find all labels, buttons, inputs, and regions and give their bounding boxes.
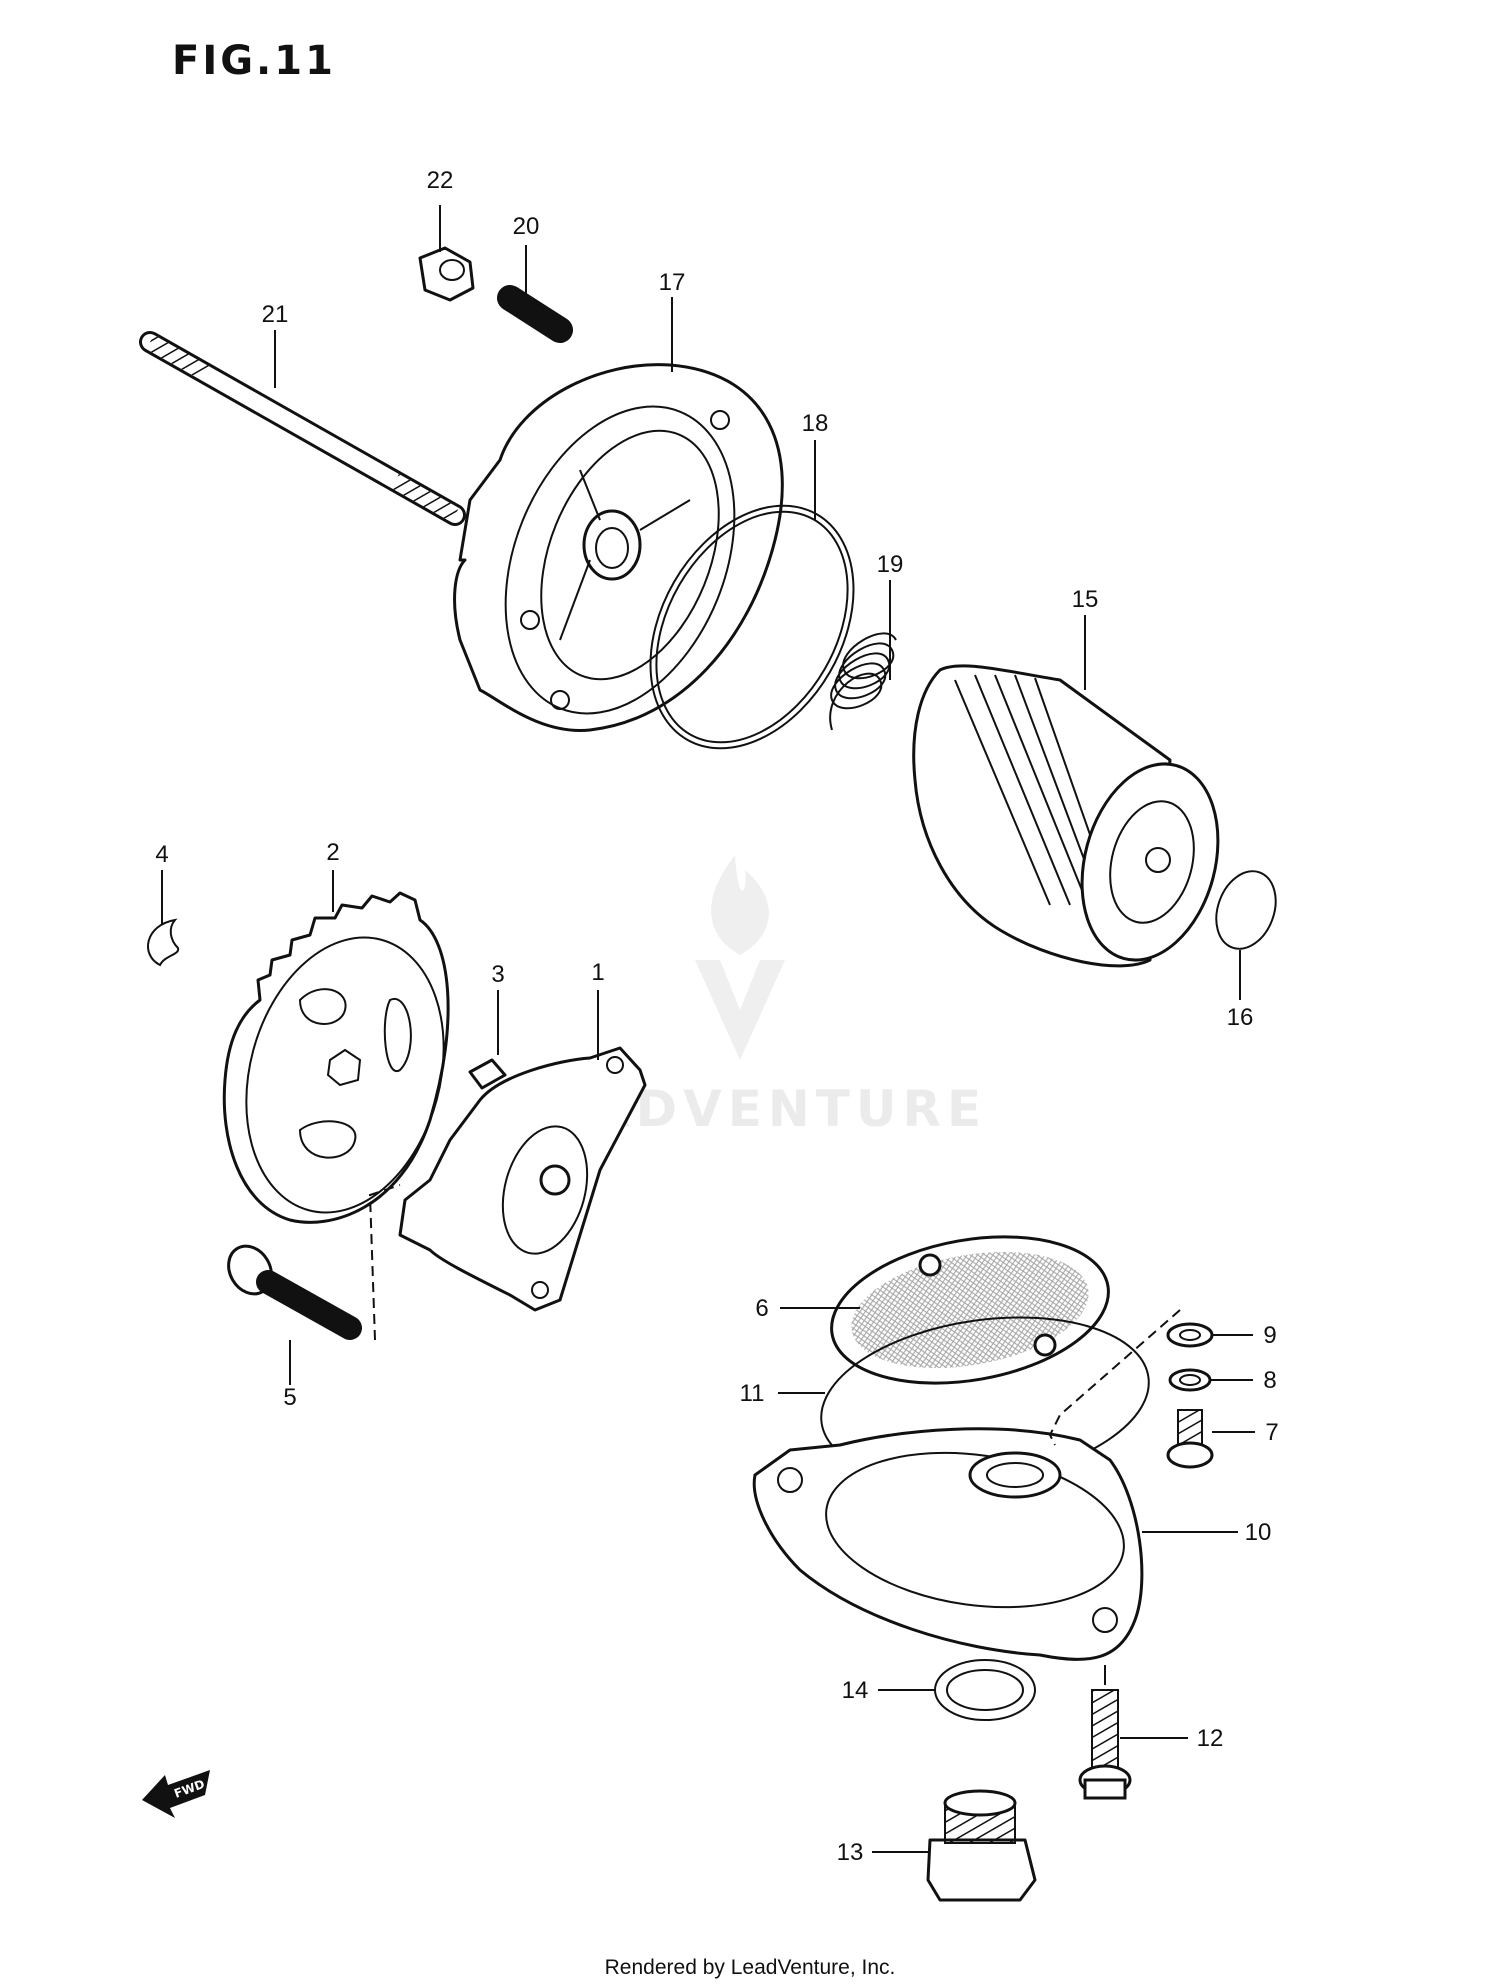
part-21-stud — [139, 331, 466, 526]
callout-17: 17 — [659, 269, 686, 296]
part-20-stud — [497, 285, 573, 343]
part-19-spring — [829, 632, 897, 731]
footer-credit: Rendered by LeadVenture, Inc. — [604, 1956, 896, 1979]
watermark-logo — [695, 855, 785, 1060]
callout-9: 9 — [1263, 1322, 1276, 1349]
part-3-pin — [468, 1058, 507, 1090]
callout-15: 15 — [1072, 586, 1099, 613]
callout-19: 19 — [877, 551, 904, 578]
part-9-washer — [1166, 1322, 1214, 1348]
callout-13: 13 — [837, 1839, 864, 1866]
part-4-circlip — [147, 918, 180, 967]
part-1-oil-pump — [398, 1046, 647, 1312]
part-14-gasket — [934, 1659, 1036, 1721]
callout-1: 1 — [591, 959, 604, 986]
callout-12: 12 — [1197, 1725, 1224, 1752]
callout-22: 22 — [427, 167, 454, 194]
callout-labels: 22 20 17 21 18 19 15 4 2 3 1 16 6 9 8 11… — [155, 167, 1278, 1866]
callout-21: 21 — [262, 301, 289, 328]
callout-20: 20 — [513, 213, 540, 240]
leader-lines — [161, 205, 1255, 1853]
callout-11: 11 — [740, 1380, 765, 1407]
part-17-filter-cap — [453, 363, 784, 732]
part-2-gear — [222, 891, 450, 1224]
callout-2: 2 — [326, 839, 339, 866]
part-7-screw — [1166, 1409, 1214, 1469]
fwd-arrow-icon: FWD — [142, 1770, 210, 1818]
part-15-oil-filter — [912, 664, 1220, 968]
callout-4: 4 — [155, 841, 168, 868]
callout-18: 18 — [802, 410, 829, 437]
part-5-bolt — [227, 1244, 362, 1340]
part-6-strainer — [830, 1235, 1110, 1385]
part-10-sump-cover — [752, 1427, 1144, 1661]
part-8-washer — [1168, 1368, 1212, 1392]
callout-5: 5 — [283, 1384, 296, 1411]
part-12-bolt — [1078, 1689, 1132, 1800]
callout-3: 3 — [491, 961, 504, 988]
part-13-drain-plug — [926, 1789, 1037, 1902]
callout-6: 6 — [755, 1295, 768, 1322]
part-22-nut — [418, 246, 475, 302]
callout-16: 16 — [1227, 1004, 1254, 1031]
part-16-o-ring — [1215, 870, 1277, 950]
callout-8: 8 — [1263, 1367, 1276, 1394]
callout-7: 7 — [1265, 1419, 1278, 1446]
callout-10: 10 — [1245, 1519, 1272, 1546]
figure-title: FIG.11 — [172, 38, 336, 84]
callout-14: 14 — [842, 1677, 869, 1704]
